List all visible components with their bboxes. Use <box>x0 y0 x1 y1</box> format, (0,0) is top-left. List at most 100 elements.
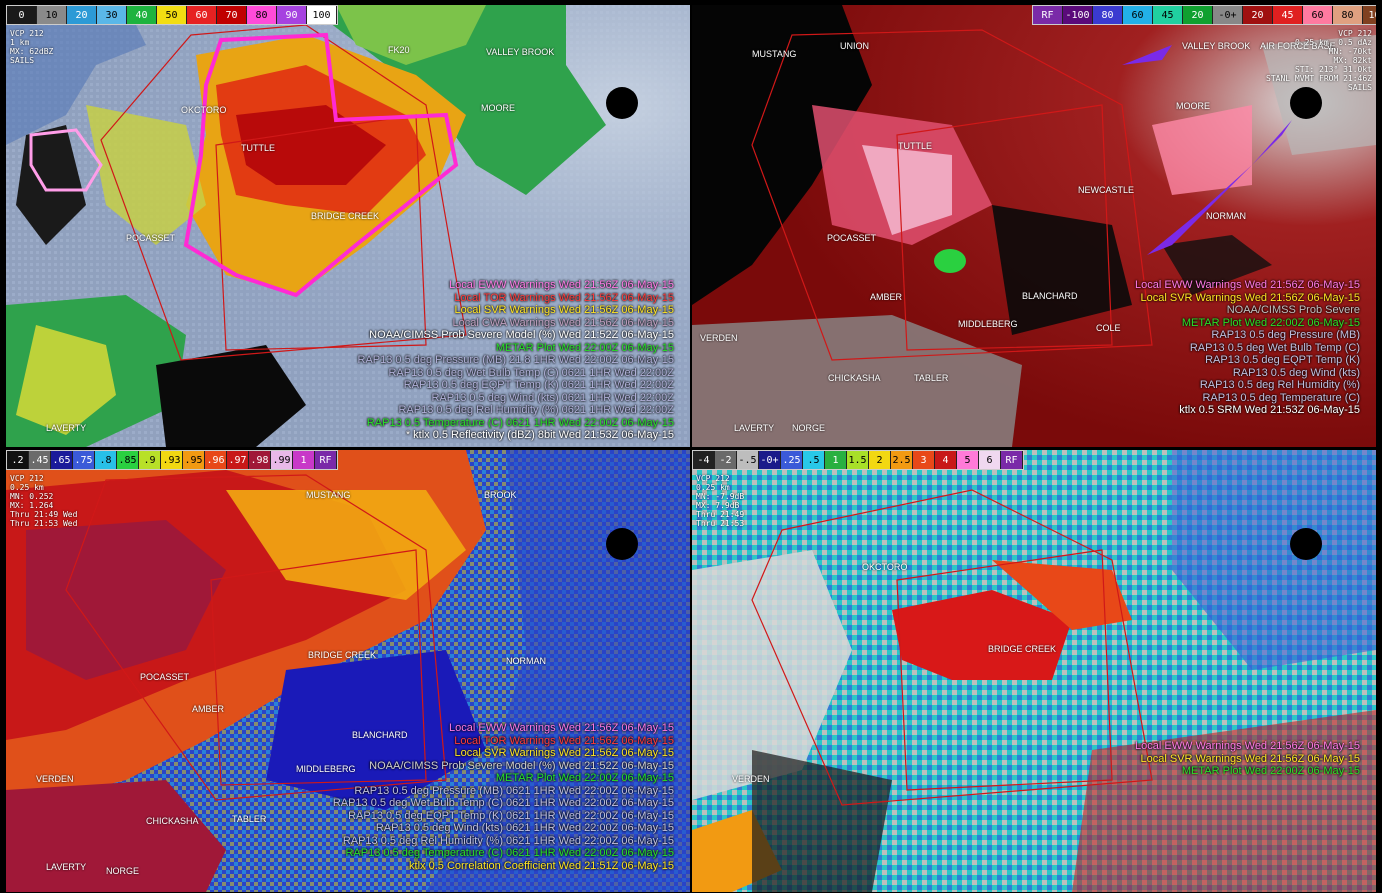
info-line: MX: 82kt <box>1333 56 1372 65</box>
colorbar-cell: .97 <box>227 451 249 469</box>
town-label: MOORE <box>1176 101 1211 111</box>
legend-entry[interactable]: RAP13 0.5 Temperature (C) 0621 1HR Wed 2… <box>366 416 674 429</box>
legend-entry[interactable]: RAP13 0.5 deg Wind (kts) <box>1232 366 1360 379</box>
town-label: COLE <box>1096 323 1121 333</box>
town-label: VERDEN <box>700 333 738 343</box>
info-line: 0.25 km <box>10 483 44 492</box>
town-label: TABLER <box>914 373 949 383</box>
info-line: SAILS <box>10 56 35 65</box>
colorbar-cell: 1 <box>293 451 315 469</box>
legend-entry[interactable]: METAR Plot Wed 22:00Z 06-May-15 <box>1181 765 1360 777</box>
colorbar-cell: 45 <box>1153 6 1183 24</box>
legend-entry[interactable]: RAP13 0.5 deg Wind (kts) 0621 1HR Wed 22… <box>431 391 674 404</box>
town-label: BLANCHARD <box>352 730 408 740</box>
town-label: FK20 <box>388 45 410 55</box>
legend-entry[interactable]: Local CWA Warnings Wed 21:56Z 06-May-15 <box>452 316 674 329</box>
colorbar-cell: -100 <box>1063 6 1093 24</box>
legend-entry[interactable]: Local SVR Warnings Wed 21:56Z 06-May-15 <box>1140 752 1361 765</box>
info-line: STANL MVMT FROM 21:46Z <box>1266 74 1372 83</box>
town-label: TUTTLE <box>898 141 933 151</box>
legend-entry[interactable]: Local EWW Warnings Wed 21:56Z 06-May-15 <box>1135 740 1360 752</box>
colorbar-cell: 60 <box>1123 6 1153 24</box>
legend-entry[interactable]: Local TOR Warnings Wed 21:56Z 06-May-15 <box>454 291 674 304</box>
legend-entry[interactable]: METAR Plot Wed 22:00Z 06-May-15 <box>495 341 674 354</box>
info-line: MX: 62dBZ <box>10 47 54 56</box>
legend-entry[interactable]: RAP13 0.5 deg Temperature (C) 0621 1HR W… <box>345 847 674 859</box>
colorbar-cell: 5 <box>957 451 979 469</box>
town-label: MIDDLEBERG <box>958 319 1018 329</box>
legend-entry[interactable]: RAP13 0.5 deg Rel Humidity (%) 0621 1HR … <box>342 834 674 847</box>
legend-entry[interactable]: RAP13 0.5 deg Pressure (MB) 0621 1HR Wed… <box>354 784 674 797</box>
reflectivity-radar-site <box>606 87 638 119</box>
srm-warning-overlays <box>751 29 1153 361</box>
legend-entry[interactable]: NOAA/CIMSS Prob Severe Model (%) Wed 21:… <box>369 759 674 772</box>
colorbar-cell: 60 <box>187 6 217 24</box>
legend-entry[interactable]: RAP13 0.5 deg EQPT Temp (K) 0621 1HR Wed… <box>403 379 674 391</box>
legend-entry[interactable]: RAP13 0.5 deg Rel Humidity (%) 0621 1HR … <box>398 404 674 416</box>
legend-entry[interactable]: Local SVR Warnings Wed 21:56Z 06-May-15 <box>1140 291 1361 304</box>
legend-entry[interactable]: Local SVR Warnings Wed 21:56Z 06-May-15 <box>454 304 675 316</box>
colorbar-cell: 10 <box>37 6 67 24</box>
town-label: POCASSET <box>126 233 176 243</box>
legend-entry[interactable]: Local EWW Warnings Wed 21:56Z 06-May-15 <box>449 722 674 734</box>
town-label: NEWCASTLE <box>1078 185 1135 195</box>
legend-entry[interactable]: METAR Plot Wed 22:00Z 06-May-15 <box>1181 316 1360 329</box>
town-label: OKCTORO <box>181 105 227 115</box>
legend-entry[interactable]: RAP13 0.5 deg Pressure (MB) 21.8 1HR Wed… <box>357 354 674 366</box>
town-label: BRIDGE CREEK <box>311 211 380 221</box>
legend-entry[interactable]: RAP13 0.5 deg Wind (kts) 0621 1HR Wed 22… <box>375 822 674 834</box>
srm-radar-site <box>1290 87 1322 119</box>
town-label: TABLER <box>232 814 267 824</box>
town-label: VALLEY BROOK <box>486 47 555 57</box>
legend-entry[interactable]: RAP13 0.5 deg Rel Humidity (%) <box>1199 379 1360 391</box>
town-label: TUTTLE <box>241 143 276 153</box>
legend-entry[interactable]: NOAA/CIMSS Prob Severe <box>1226 304 1360 316</box>
colorbar-cell: .95 <box>183 451 205 469</box>
legend-entry[interactable]: Local EWW Warnings Wed 21:56Z 06-May-15 <box>449 279 674 291</box>
colorbar-cell: 80 <box>247 6 277 24</box>
legend-entry[interactable]: ktlx 0.5 Correlation Coefficient Wed 21:… <box>409 859 674 872</box>
zdr-radar-site <box>1290 528 1322 560</box>
town-label: MOORE <box>481 103 516 113</box>
legend-entry[interactable]: Local EWW Warnings Wed 21:56Z 06-May-15 <box>1135 279 1360 291</box>
colorbar-cell: 50 <box>157 6 187 24</box>
legend-entry[interactable]: RAP13 0.5 deg Pressure (MB) <box>1211 329 1360 341</box>
info-line: MX: 7.9dB <box>696 501 740 510</box>
legend-entry[interactable]: RAP13 0.5 deg Wet Bulb Temp (C) 0621 1HR… <box>332 797 674 809</box>
legend-entry[interactable]: RAP13 0.5 deg EQPT Temp (K) 0621 1HR Wed… <box>348 809 674 822</box>
colorbar-cell: .75 <box>73 451 95 469</box>
legend-entry[interactable]: RAP13 0.5 deg Wet Bulb Temp (C) 0621 1HR… <box>388 366 674 379</box>
colorbar-cell: 60 <box>1303 6 1333 24</box>
colorbar-cell: -.5 <box>737 451 759 469</box>
legend-entry[interactable]: * ktlx 0.5 Reflectivity (dBZ) 8bit Wed 2… <box>405 429 674 441</box>
town-label: BLANCHARD <box>1022 291 1078 301</box>
town-label: LAVERTY <box>46 862 87 872</box>
town-label: VERDEN <box>732 774 770 784</box>
colorbar-cell: .96 <box>205 451 227 469</box>
colorbar-cell: 4 <box>935 451 957 469</box>
srm-radar-field <box>692 5 1376 447</box>
colorbar-cell: RF <box>315 451 337 469</box>
colorbar-cell: RF <box>1001 451 1023 469</box>
legend-entry[interactable]: Local SVR Warnings Wed 21:56Z 06-May-15 <box>454 747 675 759</box>
info-line: SAILS <box>1347 83 1372 92</box>
legend-entry[interactable]: RAP13 0.5 deg Temperature (C) <box>1202 391 1360 404</box>
town-label: LAVERTY <box>46 423 87 433</box>
legend-entry[interactable]: METAR Plot Wed 22:00Z 06-May-15 <box>495 772 674 784</box>
legend-entry[interactable]: ktlx 0.5 SRM Wed 21:53Z 06-May-15 <box>1179 404 1360 416</box>
legend-entry[interactable]: Local TOR Warnings Wed 21:56Z 06-May-15 <box>454 734 674 747</box>
town-label: BRIDGE CREEK <box>988 644 1057 654</box>
colorbar-cell: .9 <box>139 451 161 469</box>
colorbar-cell: 45 <box>1273 6 1303 24</box>
legend-entry[interactable]: RAP13 0.5 deg EQPT Temp (K) <box>1205 354 1360 366</box>
town-label: BRIDGE CREEK <box>308 650 377 660</box>
legend-entry[interactable]: RAP13 0.5 deg Wet Bulb Temp (C) <box>1189 341 1360 354</box>
colorbar-cell: 6 <box>979 451 1001 469</box>
legend-entry[interactable]: NOAA/CIMSS Prob Severe Model (%) Wed 21:… <box>369 329 674 341</box>
